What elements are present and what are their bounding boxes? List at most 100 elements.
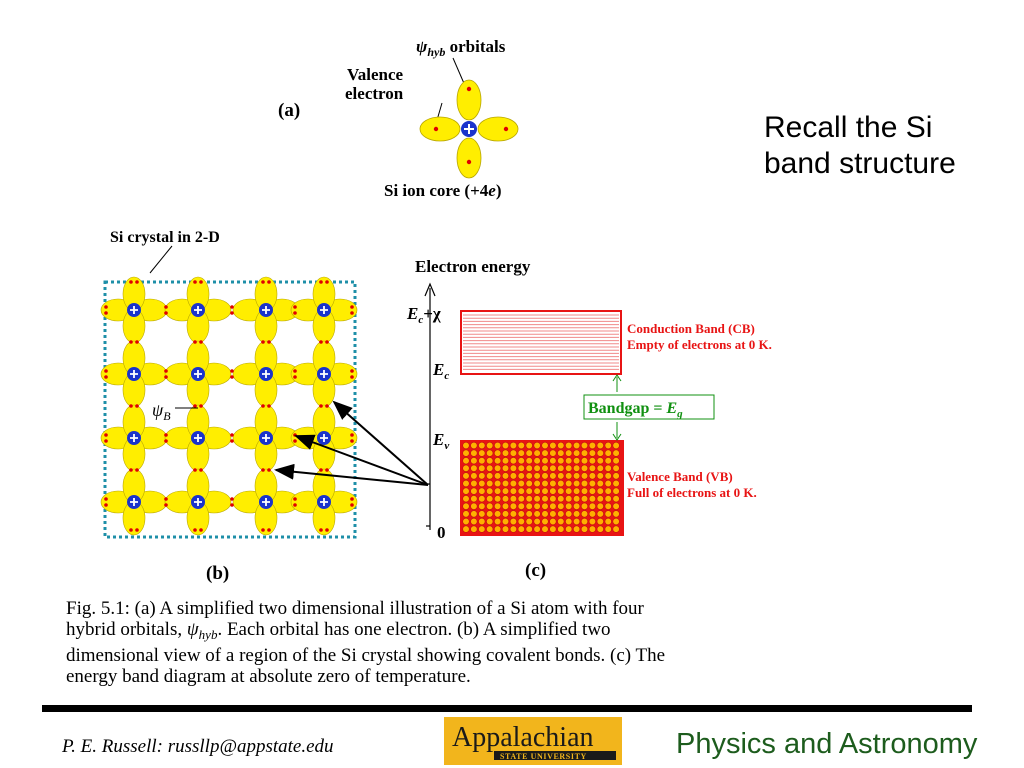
zero-label: 0 (437, 523, 446, 542)
vb-electron (604, 517, 612, 526)
vb-electron (580, 457, 589, 465)
plus-icon (194, 498, 202, 506)
plus-icon (194, 370, 202, 378)
bond-electron (293, 311, 297, 315)
department-name: Physics and Astronomy (676, 728, 978, 760)
vb-electron (565, 457, 573, 465)
vb-electron (557, 479, 565, 488)
vb-electron (470, 510, 478, 518)
valence-electron (433, 126, 439, 132)
bond-electron (199, 528, 203, 532)
vb-electron (462, 510, 470, 518)
arrow-1 (332, 400, 429, 486)
vb-electron (596, 525, 604, 533)
figure-b-label: (b) (206, 563, 229, 584)
vb-electron (573, 502, 581, 510)
vb-electron (612, 525, 620, 533)
caption-line4: energy band diagram at absolute zero of … (66, 666, 471, 687)
vb-electron (541, 502, 549, 510)
vb-electron (565, 441, 573, 450)
vb-electron (549, 441, 557, 450)
vb-electron (596, 487, 604, 495)
vb-electron (580, 510, 589, 518)
vb-electron (462, 479, 470, 488)
ev-label: Ev (432, 430, 449, 452)
figure-caption: Fig. 5.1: (a) A simplified two dimension… (66, 598, 786, 687)
bond-electron (350, 433, 354, 437)
vb-electron (580, 449, 589, 457)
ec-label: Ec (432, 360, 449, 382)
vb-electron (549, 495, 557, 503)
vb-electron (525, 487, 533, 495)
vb-electron (501, 502, 510, 510)
vb-electron (493, 502, 502, 510)
bond-electron (319, 528, 323, 532)
vb-electron (557, 525, 565, 533)
vb-electron (541, 457, 549, 465)
vb-electron (517, 464, 525, 472)
bond-electron (293, 497, 297, 501)
vb-electron (470, 457, 478, 465)
bond-electron (104, 369, 108, 373)
vb-electron (573, 525, 581, 533)
plus-icon (262, 370, 270, 378)
vb-electron (470, 517, 478, 526)
bond-electron (135, 340, 139, 344)
bond-electron (325, 340, 329, 344)
vb-electron (565, 502, 573, 510)
crystal-boundary (103, 280, 357, 539)
energy-axis-arrowhead (424, 282, 436, 297)
vb-electron (462, 449, 470, 457)
bond-electron (293, 375, 297, 379)
bond-electron (350, 369, 354, 373)
vb-electron (549, 510, 557, 518)
slide-title-line2: band structure (764, 147, 956, 180)
vb-electron (525, 449, 533, 457)
vb-electron (501, 449, 510, 457)
bond-electron (230, 497, 234, 501)
bond-electron (319, 280, 323, 284)
caption-line2: hybrid orbitals, ψhyb. Each orbital has … (66, 619, 611, 642)
bond-electron (261, 468, 265, 472)
vb-electron (541, 464, 549, 472)
vb-electron (549, 457, 557, 465)
bond-electron (230, 369, 234, 373)
vb-electron (573, 487, 581, 495)
vb-electron (501, 510, 510, 518)
vb-electron (525, 502, 533, 510)
vb-electron (612, 517, 620, 526)
bond-electron (164, 503, 168, 507)
vb-electron (549, 479, 557, 488)
vb-electron (565, 525, 573, 533)
vb-electron (596, 479, 604, 488)
bond-electron (104, 497, 108, 501)
vb-electron (493, 510, 502, 518)
cb-label-line1: Conduction Band (CB) (627, 321, 755, 336)
vb-electron (588, 502, 596, 510)
vb-electron (486, 457, 494, 465)
plus-icon (262, 434, 270, 442)
vb-electron (565, 464, 573, 472)
vb-electron (549, 525, 557, 533)
vb-electron (470, 479, 478, 488)
arrow-3 (274, 463, 429, 486)
vb-electron (588, 472, 596, 480)
vb-electron (604, 441, 612, 450)
bond-electron (164, 497, 168, 501)
bond-electron (135, 404, 139, 408)
vb-electron (549, 464, 557, 472)
orbital-lobe (456, 79, 482, 121)
vb-electron (565, 479, 573, 488)
vb-electron (612, 472, 620, 480)
bond-electron (164, 375, 168, 379)
figure-a-core-label: Si ion core (+4e) (384, 181, 502, 200)
vb-electron (596, 441, 604, 450)
vb-electron (557, 502, 565, 510)
bond-electron (104, 311, 108, 315)
vb-electron (557, 510, 565, 518)
vb-electron (525, 457, 533, 465)
vb-electron (517, 487, 525, 495)
vb-electron (517, 479, 525, 488)
vb-electron (509, 479, 517, 488)
vb-electron (470, 487, 478, 495)
